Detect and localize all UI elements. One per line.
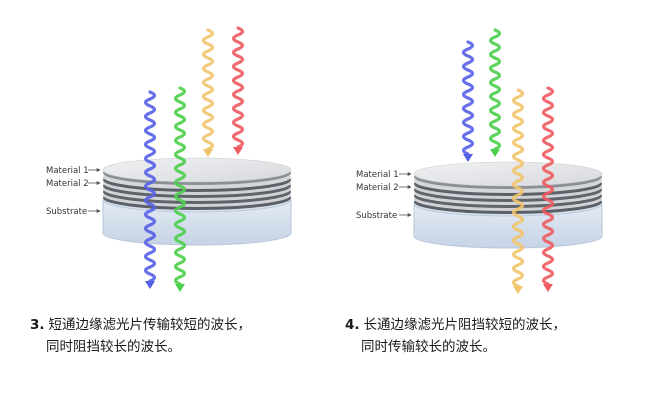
caption-line-2: 同时传输较长的波长。 (361, 339, 496, 355)
substrate-label: Substrate (356, 211, 397, 221)
material-1-label: Material 1 (46, 166, 89, 176)
caption-number: 3. (30, 317, 45, 333)
coating-layers (102, 157, 292, 210)
wave-ray-0 (461, 40, 475, 162)
caption-line-1: 长通边缘滤光片阻挡较短的波长， (363, 317, 567, 333)
substrate-label: Substrate (46, 207, 87, 217)
wave-ray-0 (143, 90, 157, 289)
wave-ray-3 (541, 86, 555, 292)
short-pass-caption: 3.短通边缘滤光片传输较短的波长， 同时阻挡较长的波长。 (30, 314, 251, 358)
long-pass-panel: Material 1 Material 2 Substrate (356, 28, 603, 294)
caption-number: 4. (345, 317, 360, 333)
coating-layers (413, 161, 603, 214)
caption-line-2: 同时阻挡较长的波长。 (46, 339, 181, 355)
wave-ray-2 (511, 88, 525, 294)
wave-ray-2 (201, 28, 215, 157)
short-pass-panel: Material 1 Material 2 Substrate (46, 26, 292, 292)
wave-ray-3 (231, 26, 245, 155)
long-pass-caption: 4.长通边缘滤光片阻挡较短的波长， 同时传输较长的波长。 (345, 314, 566, 358)
material-2-label: Material 2 (356, 183, 399, 193)
caption-line-1: 短通边缘滤光片传输较短的波长， (48, 317, 252, 333)
material-2-label: Material 2 (46, 179, 89, 189)
substrate-body (413, 203, 603, 249)
wave-ray-1 (488, 28, 502, 157)
material-1-label: Material 1 (356, 170, 399, 180)
wave-ray-1 (173, 86, 187, 292)
